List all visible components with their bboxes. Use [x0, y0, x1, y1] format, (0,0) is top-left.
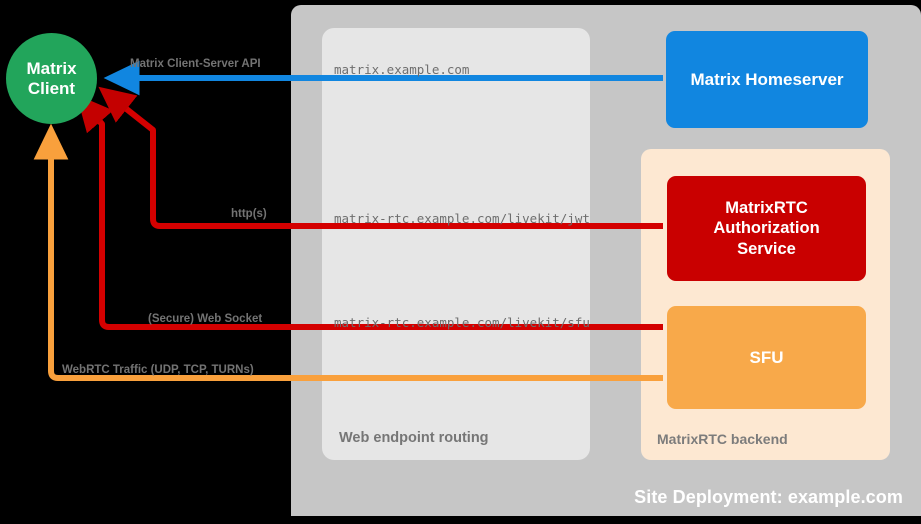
site-deployment-label: Site Deployment: example.com — [634, 487, 903, 507]
node-matrix-homeserver-label: Matrix Homeserver — [690, 69, 844, 89]
node-matrix-client[interactable]: Matrix Client — [6, 33, 97, 124]
web-endpoint-routing-label: Web endpoint routing — [339, 430, 489, 446]
label-webrtc-traffic: WebRTC Traffic (UDP, TCP, TURNs) — [62, 364, 254, 376]
node-sfu[interactable]: SFU — [667, 306, 866, 409]
client-label-line2: Client — [27, 78, 76, 98]
matrixrtc-backend-label: MatrixRTC backend — [657, 431, 788, 447]
label-client-server-api: Matrix Client-Server API — [130, 58, 261, 70]
url-matrix-example-com: matrix.example.com — [334, 62, 470, 77]
client-label-line1: Matrix — [26, 59, 77, 79]
node-matrix-client-label: Matrix Client — [26, 59, 76, 97]
node-matrix-homeserver[interactable]: Matrix Homeserver — [666, 31, 868, 128]
url-livekit-sfu: matrix-rtc.example.com/livekit/sfu — [334, 315, 590, 330]
node-auth-service-label: MatrixRTC Authorization Service — [713, 198, 819, 258]
label-http-s: http(s) — [231, 208, 267, 220]
auth-label-line1: MatrixRTC — [725, 199, 808, 218]
node-matrixrtc-authorization-service[interactable]: MatrixRTC Authorization Service — [667, 176, 866, 281]
auth-label-line3: Service — [737, 239, 796, 258]
label-secure-web-socket: (Secure) Web Socket — [148, 313, 263, 325]
auth-label-line2: Authorization — [713, 219, 820, 238]
web-endpoint-routing-panel: Web endpoint routing — [322, 28, 590, 460]
url-livekit-jwt: matrix-rtc.example.com/livekit/jwt — [334, 211, 590, 226]
node-sfu-label: SFU — [749, 347, 784, 367]
